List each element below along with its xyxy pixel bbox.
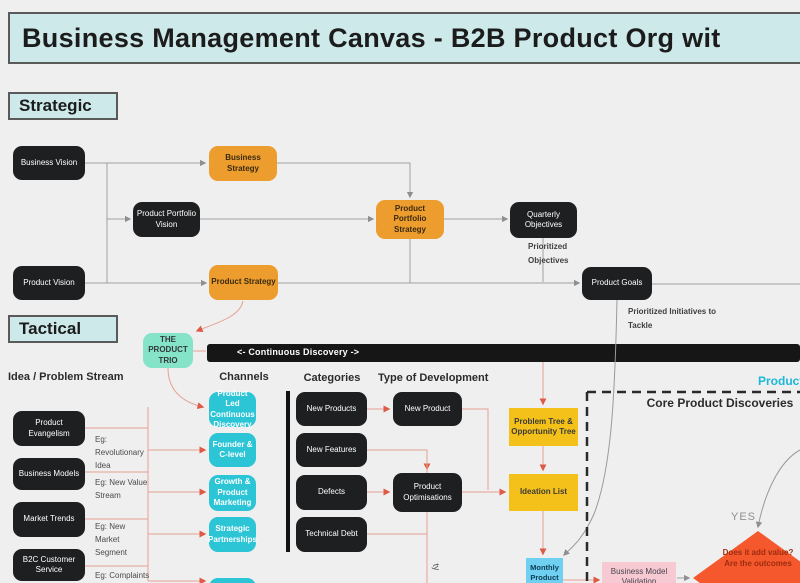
label-eg-complaints: Eg: Complaints xyxy=(95,571,150,580)
node-business-model-validation[interactable]: Business Model Validation xyxy=(602,562,676,583)
column-divider xyxy=(286,391,290,552)
header-channels: Channels xyxy=(219,371,269,383)
node-product-evangelism[interactable]: Product Evangelism xyxy=(13,411,85,446)
node-monthly-product[interactable]: Monthly Product xyxy=(526,558,563,583)
yes-branch-label: YES xyxy=(731,511,757,523)
node-business-strategy[interactable]: Business Strategy xyxy=(209,146,277,181)
node-dev-product-optimisations[interactable]: Product Optimisations xyxy=(393,473,462,512)
node-product-vision[interactable]: Product Vision xyxy=(13,266,85,300)
node-quarterly-objectives[interactable]: Quarterly Objectives xyxy=(510,202,577,238)
node-ideation-list[interactable]: Ideation List xyxy=(509,474,578,511)
node-channel-founder-clevel[interactable]: Founder & C-level xyxy=(209,433,256,467)
node-dev-new-product[interactable]: New Product xyxy=(393,392,462,426)
node-problem-opportunity-tree[interactable]: Problem Tree & Opportunity Tree xyxy=(509,408,578,446)
node-cat-new-products[interactable]: New Products xyxy=(296,392,367,426)
node-b2c-customer-service[interactable]: B2C Customer Service xyxy=(13,549,85,581)
label-eg-revolutionary-idea: Eg: Revolutionary Idea xyxy=(95,435,144,470)
core-product-discoveries-title: Core Product Discoveries xyxy=(646,396,794,410)
node-channel-extra[interactable] xyxy=(209,578,256,583)
header-type-of-development: Type of Development xyxy=(378,372,489,384)
node-cat-defects[interactable]: Defects xyxy=(296,475,367,510)
node-channel-growth-marketing[interactable]: Growth & Product Marketing xyxy=(209,475,256,511)
node-business-models[interactable]: Business Models xyxy=(13,458,85,490)
header-categories: Categories xyxy=(303,372,361,384)
page-title: Business Management Canvas - B2B Product… xyxy=(8,12,800,64)
label-eg-new-market-segment: Eg: New Market Segment xyxy=(95,522,128,557)
node-market-trends[interactable]: Market Trends xyxy=(13,502,85,537)
section-label-strategic[interactable]: Strategic xyxy=(8,92,118,120)
continuous-discovery-bar[interactable]: <- Continuous Discovery -> xyxy=(207,344,800,362)
node-product-strategy[interactable]: Product Strategy xyxy=(209,265,278,300)
node-business-vision[interactable]: Business Vision xyxy=(13,146,85,180)
node-product-portfolio-vision[interactable]: Product Portfolio Vision xyxy=(133,202,200,237)
node-channel-strategic-partnerships[interactable]: Strategic Partnerships xyxy=(208,517,257,552)
node-product-portfolio-strategy[interactable]: Product Portfolio Strategy xyxy=(376,200,444,239)
node-product-trio[interactable]: THE PRODUCT TRIO xyxy=(143,333,193,368)
label-eg-new-value-stream: Eg: New Value Stream xyxy=(95,478,148,500)
label-prioritized-initiatives: Prioritized Initiatives to Tackle xyxy=(628,307,717,330)
product-team-label: Product T xyxy=(758,374,800,388)
section-label-tactical[interactable]: Tactical xyxy=(8,315,118,343)
label-prioritized-objectives: Prioritized Objectives xyxy=(528,242,569,265)
node-channel-product-led-discovery[interactable]: Product Led Continuous Discovery xyxy=(209,388,256,429)
node-cat-technical-debt[interactable]: Technical Debt xyxy=(296,517,367,552)
node-cat-new-features[interactable]: New Features xyxy=(296,433,367,467)
decision-diamond-label: Does it add value? Are the outcomes xyxy=(722,548,794,568)
node-product-goals[interactable]: Product Goals xyxy=(582,267,652,300)
header-idea-problem-stream: Idea / Problem Stream xyxy=(8,371,124,383)
